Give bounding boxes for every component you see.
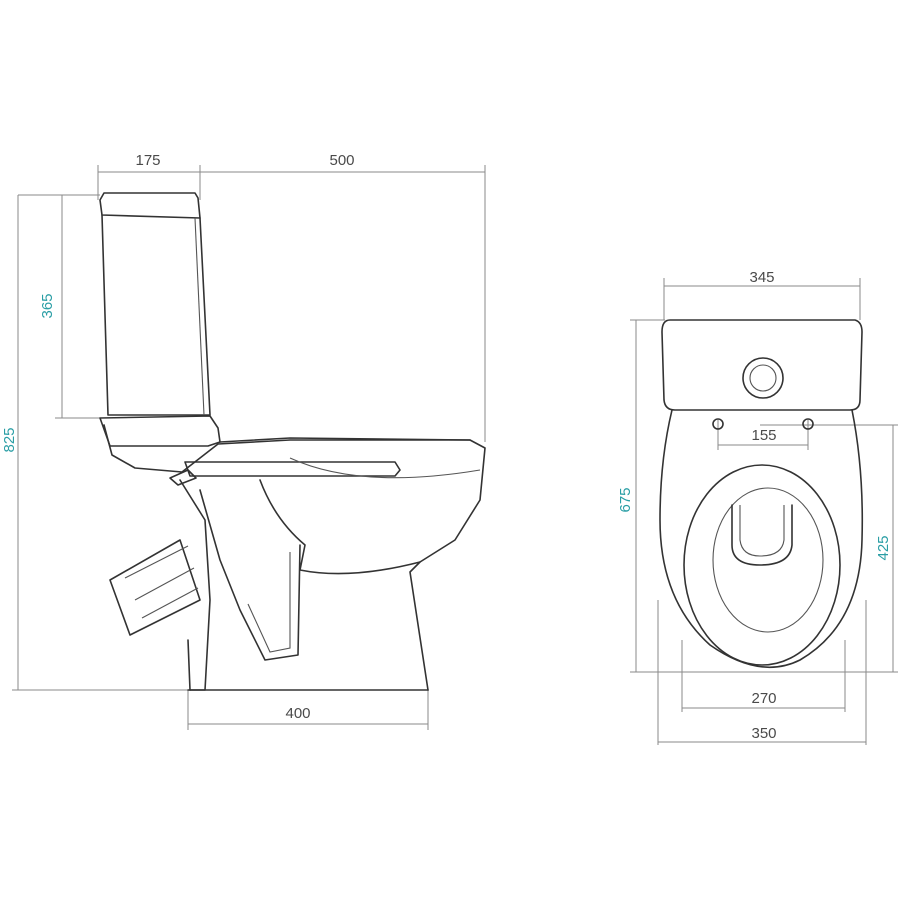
mount-hole-right <box>802 418 814 430</box>
bowl-opening-outer <box>731 504 793 566</box>
flush-button-outer <box>742 357 784 399</box>
bowl-inner-rim <box>289 457 481 479</box>
dim-label-total-height: 825 <box>1 427 18 452</box>
dim-label-tank-depth: 175 <box>135 152 160 169</box>
outlet-ring-2 <box>134 567 195 601</box>
tank-body <box>101 214 211 416</box>
trapway-inner <box>247 552 291 653</box>
dim-label-base-width: 400 <box>285 705 310 722</box>
bowl-outer-contour <box>103 424 486 691</box>
bowl-top <box>659 409 864 669</box>
outlet-sleeve <box>109 539 201 636</box>
side-view-dimension-lines <box>12 165 486 730</box>
outlet-ring-1 <box>124 545 189 579</box>
dim-label-base-inner: 270 <box>751 690 776 707</box>
dim-label-total-depth: 500 <box>329 152 354 169</box>
bowl-opening-inner <box>739 505 785 557</box>
side-view: 175 500 365 825 400 <box>1 152 486 730</box>
tank-top <box>661 319 863 430</box>
tank-base <box>99 415 221 447</box>
dim-label-tank-height: 365 <box>39 293 56 318</box>
seat-ring-outer <box>683 464 841 666</box>
cistern-tank <box>99 192 221 447</box>
bowl-side <box>103 424 486 691</box>
top-view: 345 155 675 425 270 350 <box>617 269 898 745</box>
dim-label-tank-width: 345 <box>749 269 774 286</box>
bowl-trap-top <box>259 479 421 575</box>
trapway <box>199 489 301 661</box>
seat-lid-edge <box>184 461 401 477</box>
tank-side-line <box>194 217 205 416</box>
top-view-dimension-lines <box>630 278 898 745</box>
inlet-connector <box>169 469 197 486</box>
outlet-ring-3 <box>141 587 199 619</box>
flush-button-inner <box>749 364 777 392</box>
dim-label-total-length: 675 <box>617 487 634 512</box>
seat-top <box>219 437 471 443</box>
tank-lid <box>99 192 201 219</box>
dim-label-base-outer: 350 <box>751 725 776 742</box>
dim-label-mount-holes: 155 <box>751 427 776 444</box>
mount-hole-left <box>712 418 724 430</box>
dim-label-bowl-length: 425 <box>875 535 892 560</box>
base-left-edge <box>187 639 191 691</box>
outlet-pipe <box>109 469 201 636</box>
bowl-top-outer <box>659 409 864 669</box>
tank-top-outline <box>661 319 863 411</box>
seat-ring-inner <box>712 487 824 633</box>
